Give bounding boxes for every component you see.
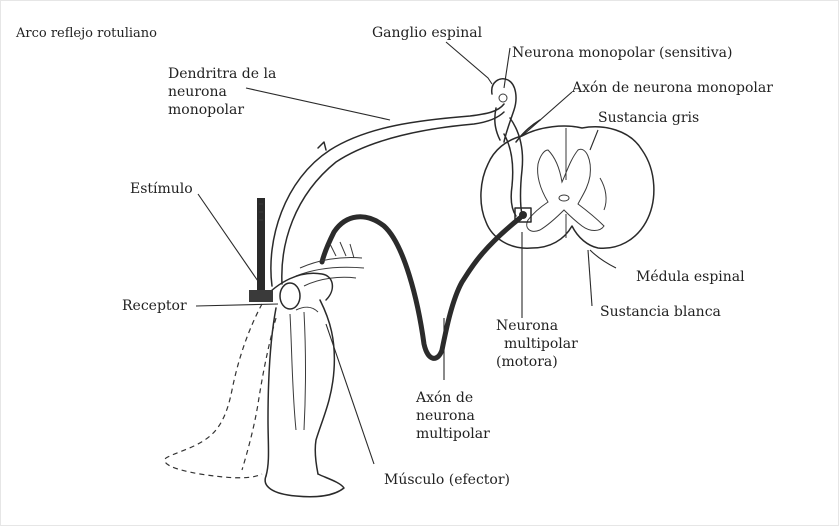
label-ganglio-espinal: Ganglio espinal	[372, 25, 483, 41]
label-dendrita-line1: Dendritra de la	[168, 66, 276, 82]
label-estimulo: Estímulo	[130, 181, 193, 197]
label-medula-espinal: Médula espinal	[636, 269, 745, 285]
label-axon-multipolar-line2: neurona	[416, 408, 475, 424]
leg	[262, 273, 344, 496]
label-dendrita-line2: neurona	[168, 84, 227, 100]
label-axon-monopolar: Axón de neurona monopolar	[571, 80, 773, 96]
label-neurona-multipolar-line2: multipolar	[504, 336, 578, 352]
motor-axon	[322, 217, 520, 359]
label-musculo-efector: Músculo (efector)	[384, 472, 510, 488]
label-dendrita-line3: monopolar	[168, 102, 244, 118]
label-sustancia-gris: Sustancia gris	[598, 110, 699, 126]
label-axon-multipolar-line3: multipolar	[416, 426, 490, 442]
label-axon-multipolar-line1: Axón de	[415, 390, 473, 406]
diagram-title: Arco reflejo rotuliano	[15, 26, 157, 41]
label-neurona-monopolar: Neurona monopolar (sensitiva)	[512, 45, 732, 61]
label-receptor: Receptor	[122, 298, 187, 314]
label-sustancia-blanca: Sustancia blanca	[600, 304, 721, 320]
label-neurona-multipolar-line3: (motora)	[496, 354, 558, 370]
sensory-dendrite	[271, 104, 504, 286]
reflex-hammer-icon	[249, 198, 273, 302]
label-neurona-multipolar-line1: Neurona	[496, 318, 558, 334]
